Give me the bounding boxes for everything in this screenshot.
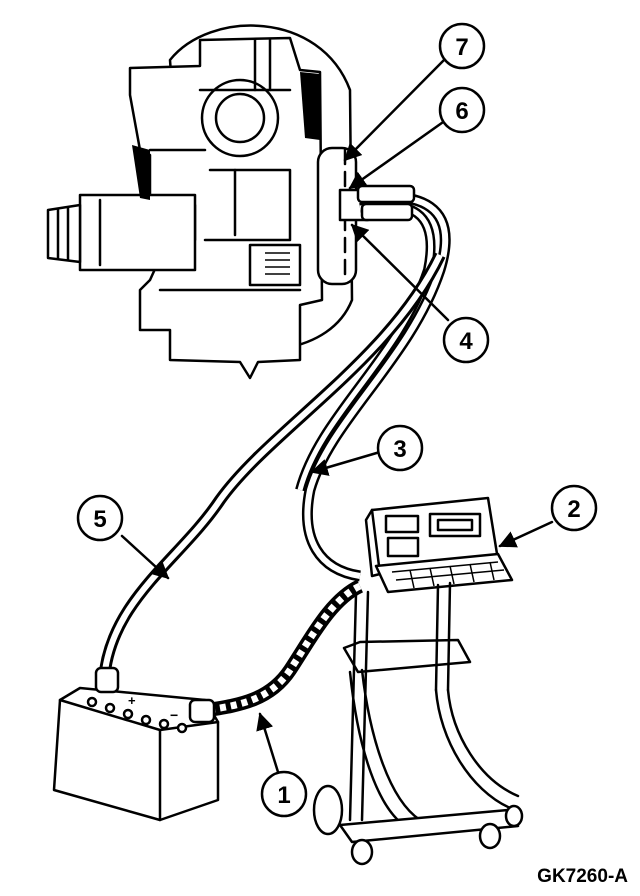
callout-label: 5 [93,506,106,533]
callout-circle [76,494,124,542]
callout-2: 2 [550,484,598,532]
battery-negative-mark: − [170,707,178,723]
callout-leaders [120,58,554,774]
callout-circle [438,22,486,70]
engine-tester-cable [295,184,451,582]
callout-7: 7 [438,22,486,70]
callout-label: 2 [567,496,580,523]
callout-circle [376,424,424,472]
callout-circle [438,86,486,134]
callout-label: 7 [455,34,468,61]
callout-5: 5 [76,494,124,542]
battery-cables [98,252,446,717]
callout-label: 3 [393,436,406,463]
callout-label: 6 [455,98,468,125]
engine-assembly [46,24,370,380]
callout-label: 4 [459,328,473,355]
battery-positive-mark: + [128,693,136,708]
vent-slots [265,252,290,275]
tester-cart [312,496,524,866]
figure-id: GK7260-A [537,866,628,887]
callout-6: 6 [438,86,486,134]
callout-circle [550,484,598,532]
callout-circle [442,316,490,364]
callout-label: 1 [277,782,290,809]
callout-4: 4 [442,316,490,364]
battery: + − [52,666,220,822]
callout-1: 1 [260,770,308,818]
callout-circle [260,770,308,818]
callout-3: 3 [376,424,424,472]
